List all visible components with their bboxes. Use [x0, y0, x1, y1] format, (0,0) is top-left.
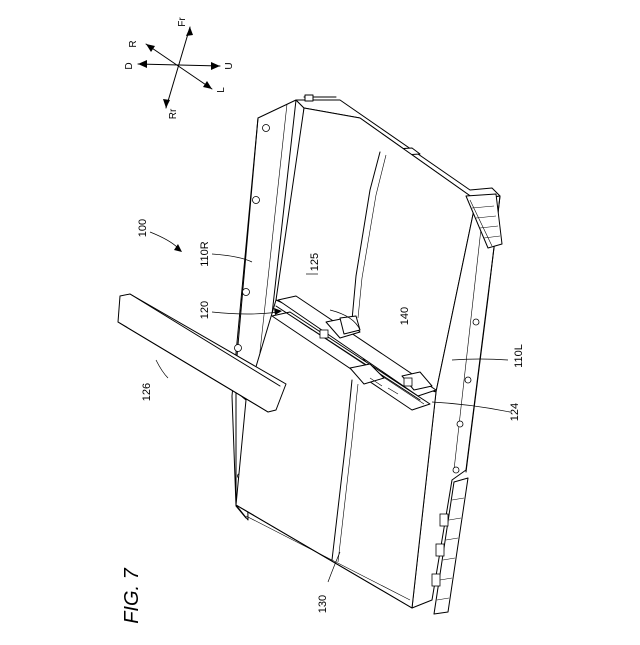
figure-label: FIG. 7 — [121, 567, 143, 623]
dir-label-l: L — [216, 87, 227, 93]
label-124: 124 — [509, 403, 521, 421]
direction-indicator: Fr Rr R L D U — [124, 17, 235, 120]
label-120: 120 — [199, 301, 211, 319]
label-100: 100 — [137, 219, 149, 237]
arrow-right-icon — [146, 44, 155, 52]
arrow-left-icon — [203, 81, 212, 89]
label-110l: 110L — [513, 344, 525, 368]
dir-label-u: U — [224, 62, 235, 69]
label-126: 126 — [141, 383, 153, 401]
arrow-down-icon — [138, 60, 147, 68]
label-140: 140 — [399, 307, 411, 325]
dir-label-fr: Fr — [177, 17, 188, 27]
label-125: 125 — [309, 253, 321, 271]
arrow-up-side-icon — [211, 62, 220, 70]
dir-label-rr: Rr — [168, 108, 179, 119]
label-110r: 110R — [199, 241, 211, 267]
label-130: 130 — [317, 595, 329, 613]
dir-label-r: R — [128, 40, 139, 47]
arrow-rear-icon — [163, 99, 170, 108]
dir-label-d: D — [124, 62, 135, 69]
arrow-up-front-icon — [186, 27, 193, 36]
